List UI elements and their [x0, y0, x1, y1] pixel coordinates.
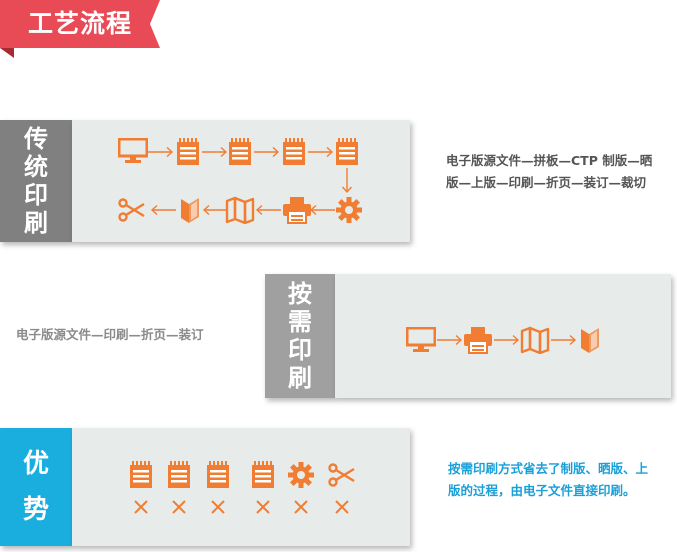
advantage-label-char: 优 — [22, 449, 49, 479]
arrow-left-icon — [255, 204, 281, 216]
scissors-icon — [118, 198, 146, 222]
traditional-description: 电子版源文件—拼板—CTP 制版—晒版—上版—印刷—折页—装订—裁切 — [446, 153, 653, 190]
notepad-icon — [176, 138, 200, 166]
traditional-label-char: 统 — [24, 153, 48, 181]
arrow-left-icon — [309, 204, 335, 216]
arrow-left-icon — [150, 204, 176, 216]
title-ribbon — [0, 0, 160, 58]
arrow-right-icon — [202, 146, 228, 158]
arrow-right-icon — [551, 334, 577, 346]
book-icon — [578, 326, 602, 354]
cross-icon — [134, 500, 148, 514]
cross-icon — [256, 500, 270, 514]
notepad-icon — [282, 138, 306, 166]
on-demand-label-bar: 按 需 印 刷 — [265, 274, 335, 398]
arrow-right-icon — [437, 334, 463, 346]
cross-icon — [294, 500, 308, 514]
gear-icon — [335, 196, 363, 224]
traditional-label-char: 传 — [24, 125, 48, 153]
traditional-label-bar: 传 统 印 刷 — [0, 120, 72, 242]
on-demand-label-char: 刷 — [288, 364, 312, 392]
cross-icon — [335, 500, 349, 514]
arrow-down-icon — [341, 168, 353, 194]
monitor-icon — [406, 327, 436, 353]
arrow-right-icon — [148, 146, 174, 158]
on-demand-description: 电子版源文件—印刷—折页—装订 — [16, 327, 204, 342]
printer-icon — [463, 326, 493, 354]
advantage-panel — [72, 428, 410, 546]
on-demand-flow-panel — [335, 274, 671, 398]
arrow-right-icon — [254, 146, 280, 158]
advantage-label-char: 势 — [22, 495, 49, 525]
advantage-description: 按需印刷方式省去了制版、晒版、上版的过程，由电子文件直接印刷。 — [448, 461, 649, 498]
notepad-icon — [335, 138, 359, 166]
page-title: 工艺流程 — [27, 9, 132, 38]
traditional-label-char: 刷 — [24, 209, 48, 237]
arrow-right-icon — [308, 146, 334, 158]
gear-icon — [287, 461, 315, 489]
monitor-icon — [118, 138, 148, 164]
cross-icon — [172, 500, 186, 514]
on-demand-label-char: 按 — [288, 280, 312, 308]
on-demand-label-char: 需 — [288, 308, 312, 336]
book-icon — [178, 196, 202, 224]
folded-map-icon — [225, 196, 255, 224]
cross-icon — [211, 500, 225, 514]
notepad-icon — [129, 461, 153, 489]
scissors-icon — [328, 463, 356, 487]
notepad-icon — [167, 461, 191, 489]
arrow-right-icon — [494, 334, 520, 346]
advantage-label-bar: 优 势 — [0, 428, 72, 546]
notepad-icon — [251, 461, 275, 489]
folded-map-icon — [520, 326, 550, 354]
traditional-label-char: 印 — [24, 181, 48, 209]
printer-icon — [282, 196, 312, 224]
notepad-icon — [206, 461, 230, 489]
notepad-icon — [228, 138, 252, 166]
on-demand-label-char: 印 — [288, 336, 312, 364]
